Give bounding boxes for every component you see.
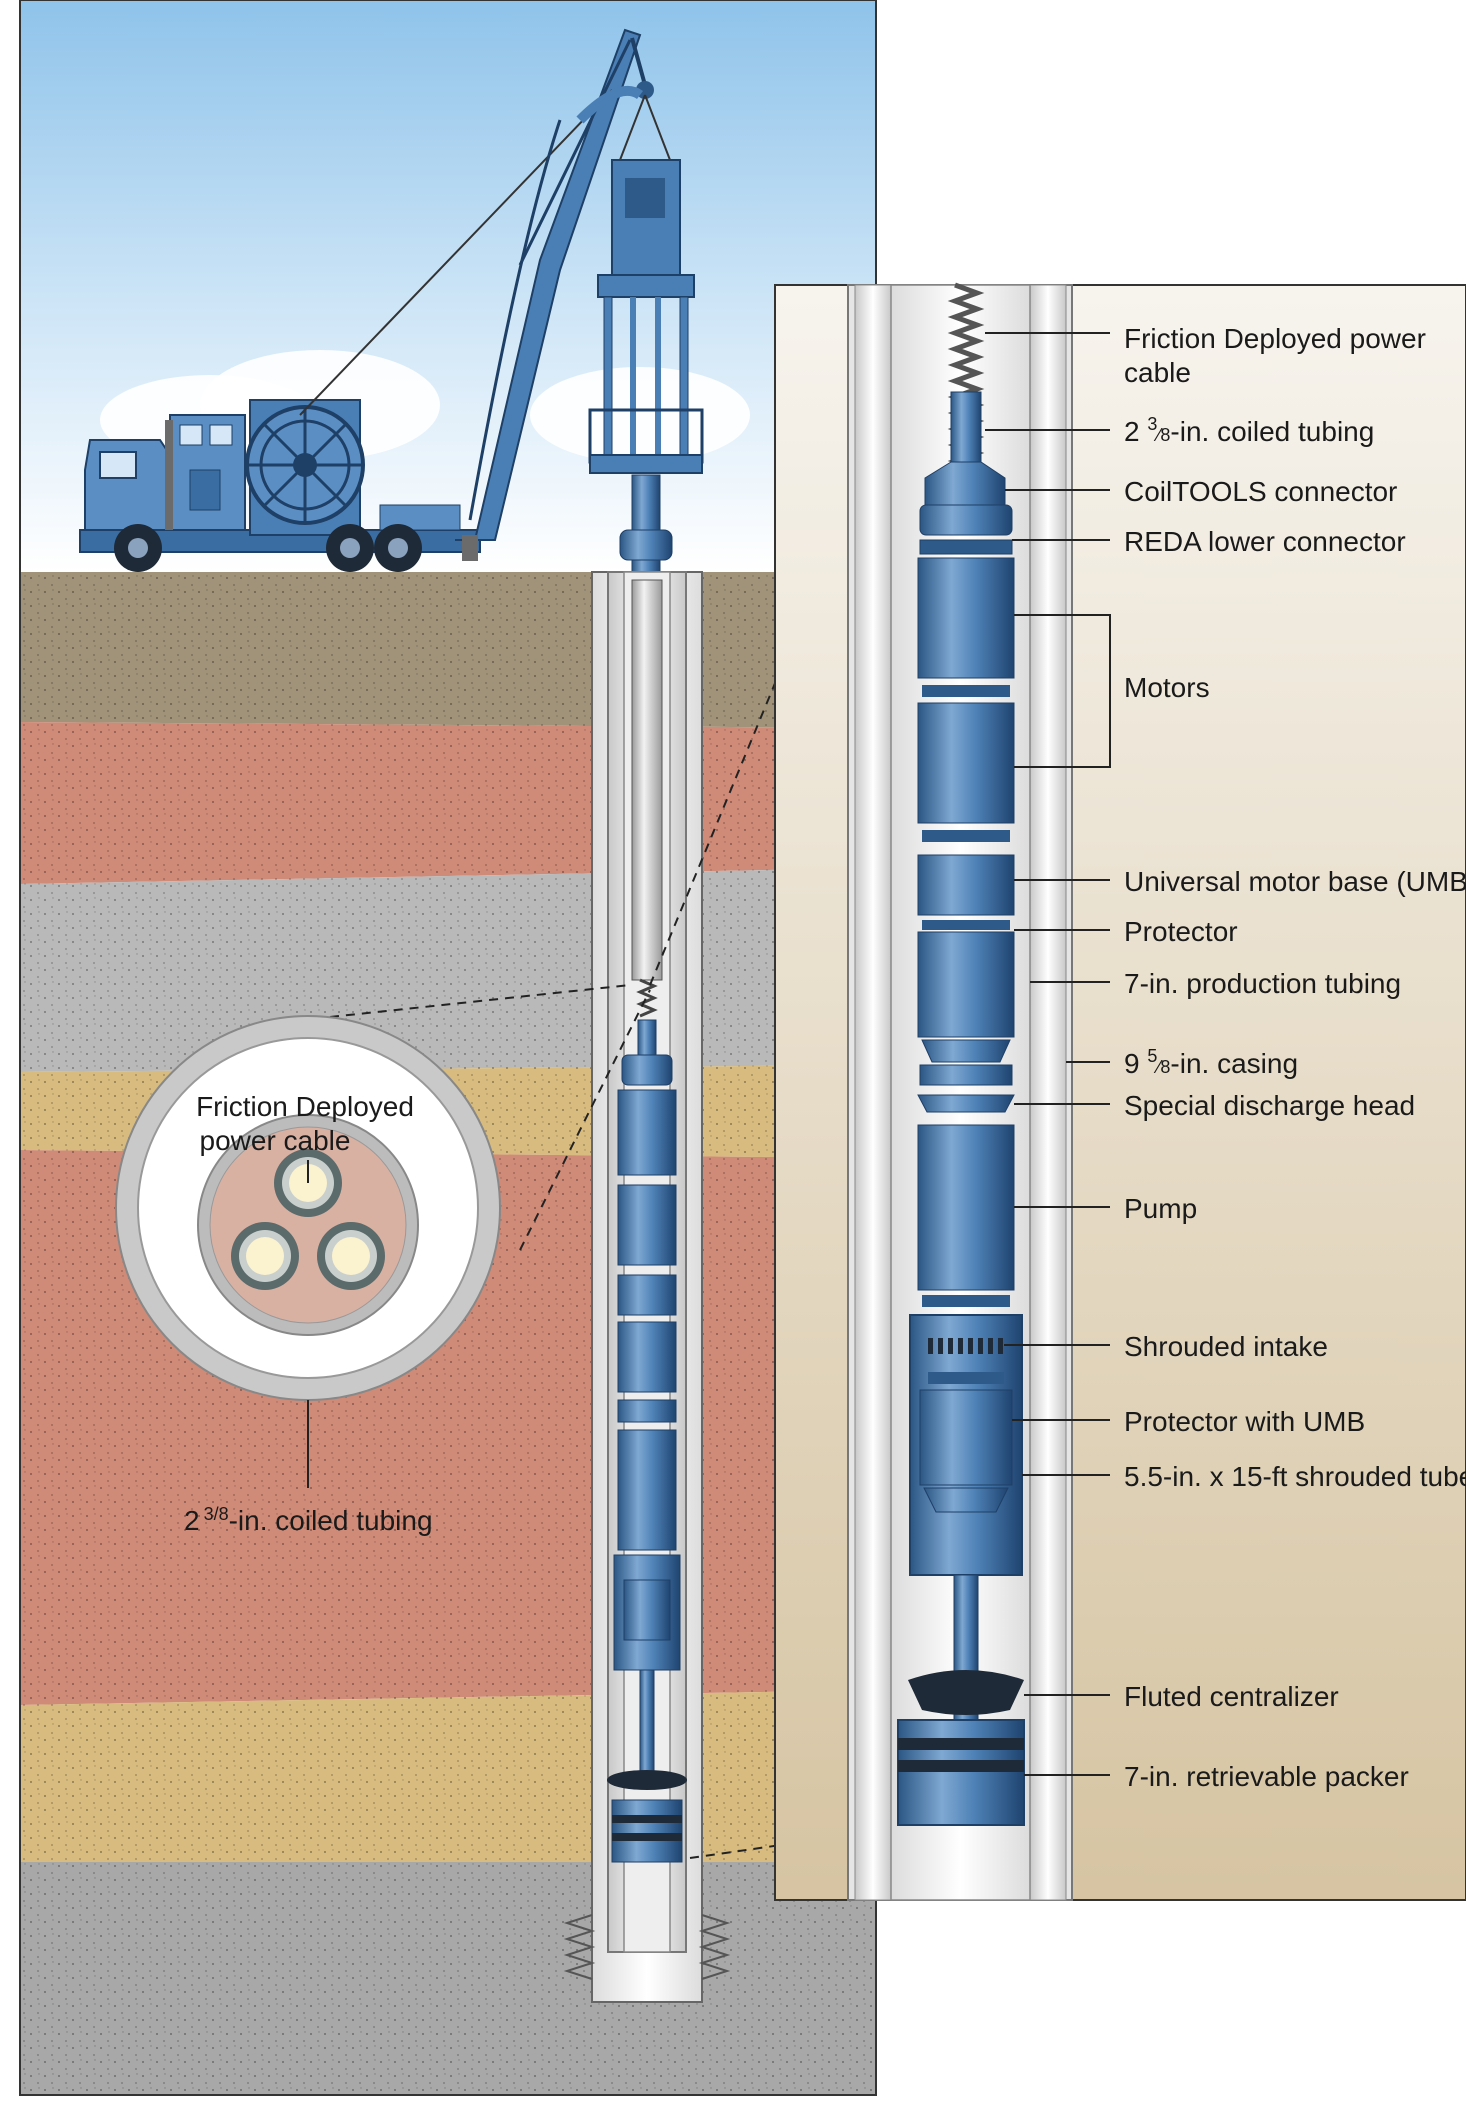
callout-motors: Motors (1124, 672, 1210, 703)
callout-protector-umb: Protector with UMB (1124, 1406, 1365, 1437)
callout-coiled-tubing: 2 3⁄8-in. coiled tubing (1124, 414, 1374, 447)
callout-discharge-head: Special discharge head (1124, 1090, 1415, 1121)
crane-mast-icon (299, 28, 654, 561)
conductor (317, 1222, 385, 1290)
callout-shrouded-tube: 5.5-in. x 15-ft shrouded tube (1124, 1461, 1466, 1492)
callout-reda-lower-connector: REDA lower connector (1124, 526, 1406, 557)
wellbore (563, 571, 731, 2003)
callout-pump: Pump (1124, 1193, 1197, 1224)
truck-wheels (114, 524, 422, 572)
inset-cable-label-line2: power cable (200, 1125, 351, 1156)
callout-power-cable-line2: cable (1124, 357, 1191, 388)
esp-string-left (607, 1054, 687, 1863)
tubing-reel-icon (245, 399, 365, 536)
callout-coiltools-connector: CoilTOOLS connector (1124, 476, 1397, 507)
callout-labels: Friction Deployed power cable 2 3⁄8-in. … (1124, 323, 1466, 1792)
coiled-tubing-detail (950, 391, 982, 463)
callout-retrievable-packer: 7-in. retrievable packer (1124, 1761, 1409, 1792)
detail-panel: Friction Deployed power cable 2 3⁄8-in. … (774, 282, 1466, 1901)
cable-coil-left (636, 978, 658, 1018)
callout-production-tubing: 7-in. production tubing (1124, 968, 1401, 999)
callout-power-cable-line1: Friction Deployed power (1124, 323, 1426, 354)
callout-shrouded-intake: Shrouded intake (1124, 1331, 1328, 1362)
callout-casing: 9 5⁄8-in. casing (1124, 1046, 1298, 1079)
callout-umb: Universal motor base (UMB) (1124, 866, 1466, 897)
callout-leaders (985, 332, 1111, 1776)
bottom-hole-fins (563, 1914, 731, 1980)
intake-slots (928, 1338, 1003, 1354)
callout-protector: Protector (1124, 916, 1238, 947)
fluted-centralizer-icon (908, 1670, 1024, 1715)
inset-cable-label-line1: Friction Deployed (196, 1091, 414, 1122)
conductor (231, 1222, 299, 1290)
callout-fluted-centralizer: Fluted centralizer (1124, 1681, 1339, 1712)
esp-string-detail (897, 282, 1025, 1826)
coiled-tubing-unit-truck-icon (79, 399, 481, 572)
injector-head-icon (588, 94, 704, 576)
